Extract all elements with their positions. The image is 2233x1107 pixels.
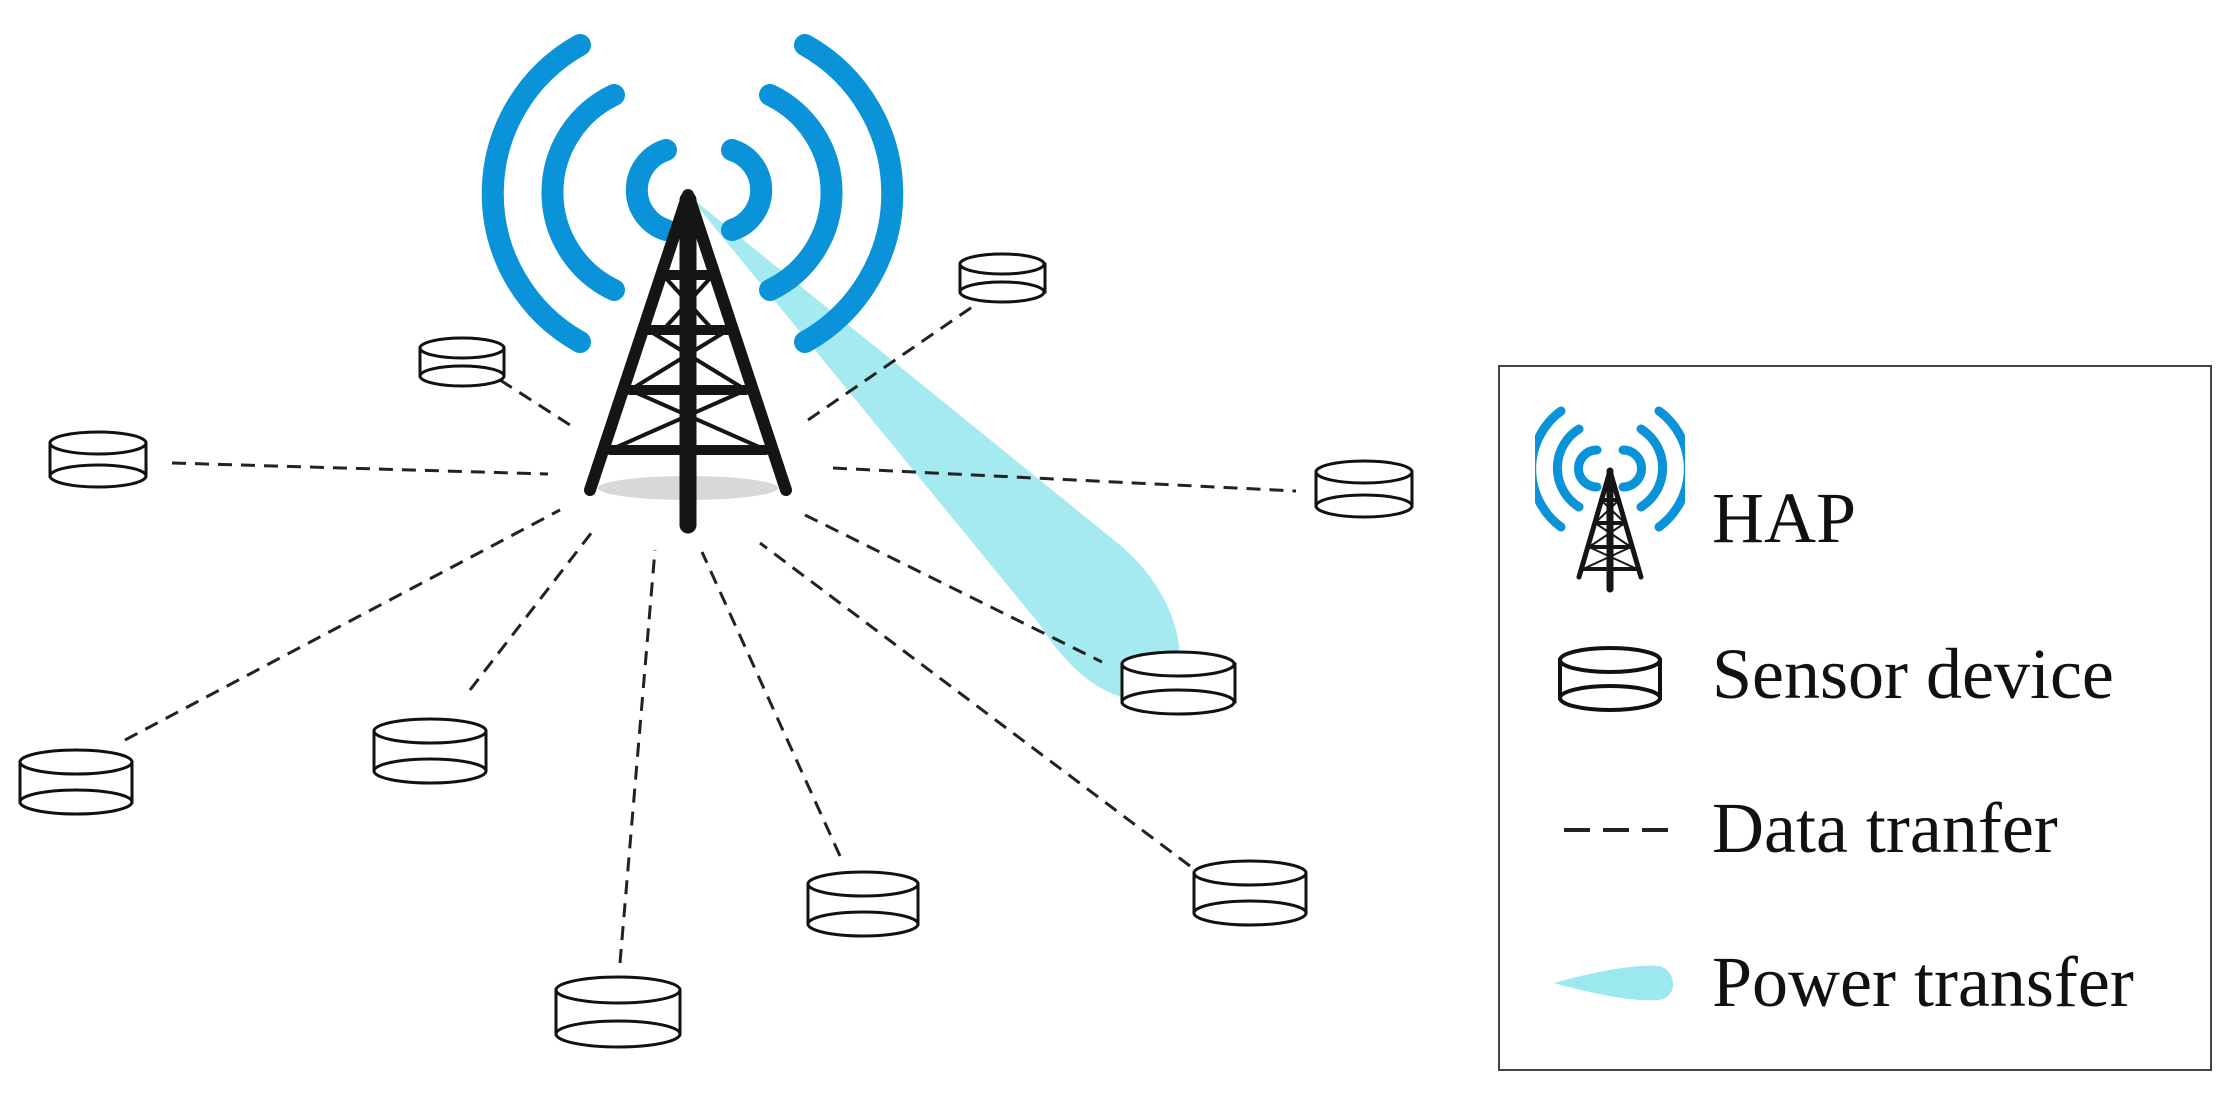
sensor-devices xyxy=(18,252,1414,1049)
dashed-line-icon xyxy=(1564,828,1676,832)
sensor-device xyxy=(1314,459,1414,519)
sensor-device xyxy=(806,870,920,938)
data-link xyxy=(499,378,571,427)
data-links xyxy=(124,303,1297,964)
legend-label-sensor: Sensor device xyxy=(1712,634,2114,714)
legend-label-data: Data tranfer xyxy=(1712,788,2058,868)
legend xyxy=(1498,365,2212,1071)
data-link xyxy=(171,461,549,476)
sensor-device xyxy=(1192,859,1308,927)
legend-label-hap: HAP xyxy=(1712,478,1857,558)
data-link xyxy=(807,303,976,422)
data-link xyxy=(759,541,1191,868)
data-link xyxy=(804,513,1103,664)
data-link xyxy=(700,551,842,857)
radio-tower-icon xyxy=(1535,406,1685,593)
sensor-device xyxy=(554,975,682,1049)
sensor-device xyxy=(48,430,148,489)
data-link xyxy=(124,508,561,742)
hap-waves xyxy=(481,34,904,353)
sensor-device xyxy=(372,717,488,785)
hap-tower xyxy=(584,189,792,534)
sensor-device xyxy=(418,336,506,388)
legend-label-power: Power transfer xyxy=(1712,942,2134,1022)
sensor-device xyxy=(18,748,134,816)
sensor-device xyxy=(1120,650,1237,716)
data-link xyxy=(832,466,1297,493)
data-link xyxy=(618,549,657,964)
sensor-device xyxy=(958,252,1047,304)
data-link xyxy=(468,531,594,691)
teardrop-beam-icon xyxy=(1554,965,1674,1001)
cylinder-icon xyxy=(1558,646,1662,712)
power-transfer-beam xyxy=(688,195,1180,699)
